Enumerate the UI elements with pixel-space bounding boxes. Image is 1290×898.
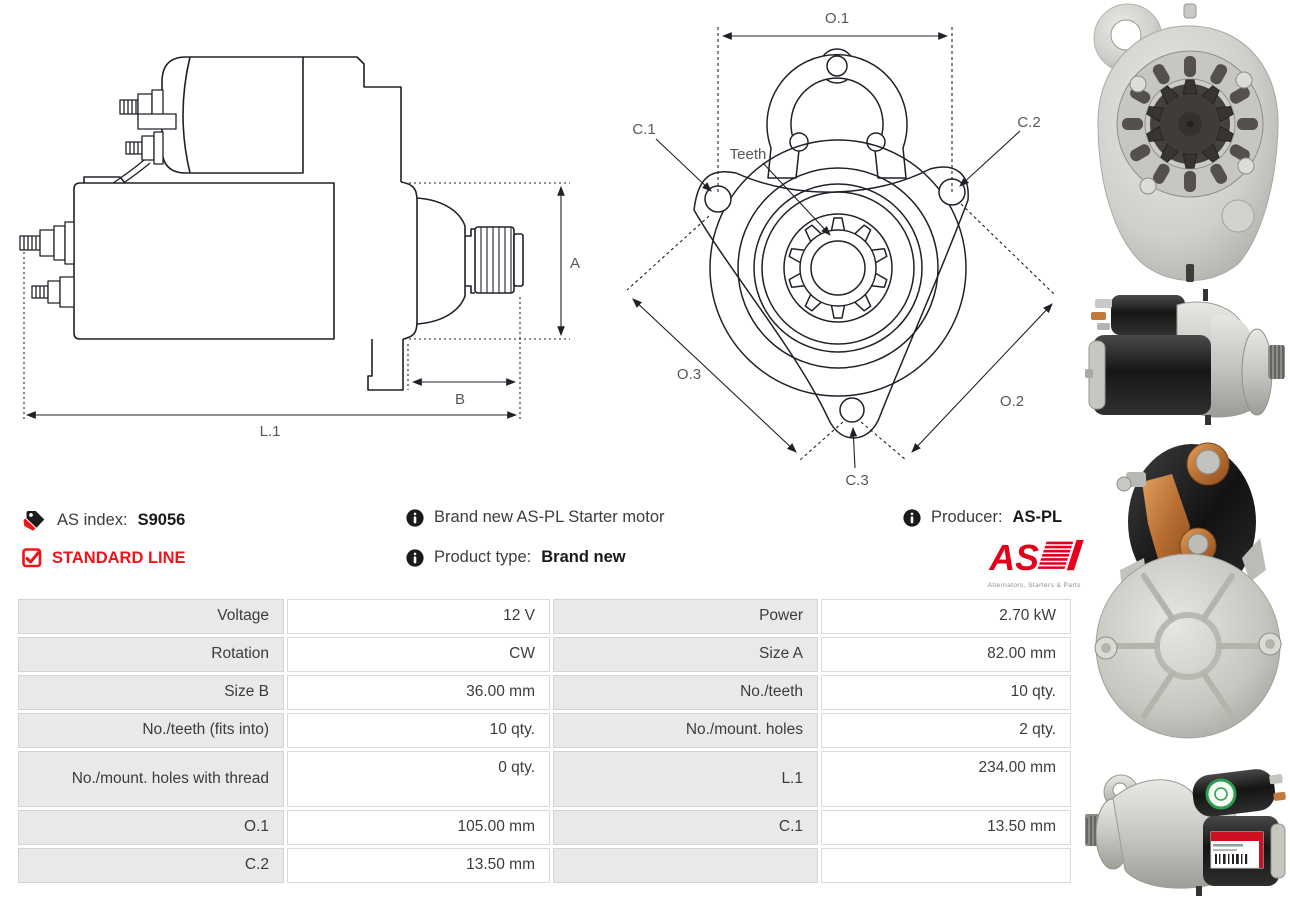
spec-label: No./teeth <box>553 675 818 710</box>
spec-value: 12 V <box>287 599 550 634</box>
spec-label: C.1 <box>553 810 818 845</box>
spec-row: Voltage 12 V Power 2.70 kW <box>18 599 1071 634</box>
spec-value: CW <box>287 637 550 672</box>
product-type-label: Product type: <box>434 548 532 566</box>
spec-label: No./mount. holes <box>553 713 818 748</box>
description-text: Brand new AS-PL Starter motor <box>434 508 665 526</box>
spec-label: Voltage <box>18 599 284 634</box>
dim-label-o3: O.3 <box>677 366 701 383</box>
aspl-logo: AS Alternators, Starters & Parts <box>984 533 1084 600</box>
spec-label: O.1 <box>18 810 284 845</box>
spec-label <box>553 848 818 883</box>
spec-value: 13.50 mm <box>821 810 1071 845</box>
spec-value: 0 qty. <box>287 751 550 807</box>
producer-value: AS-PL <box>1012 508 1063 526</box>
aspl-logo-tagline: Alternators, Starters & Parts <box>988 582 1082 589</box>
dim-label-a: A <box>570 255 580 272</box>
standard-line-badge: STANDARD LINE <box>22 548 186 568</box>
checkbox-checked-icon <box>22 548 42 568</box>
product-type-value: Brand new <box>541 548 626 566</box>
starter-side-view-drawing: A B L.1 <box>19 56 580 440</box>
dim-label-c2: C.2 <box>1017 114 1040 131</box>
spec-row: Rotation CW Size A 82.00 mm <box>18 637 1071 672</box>
spec-label: Power <box>553 599 818 634</box>
spec-label: Rotation <box>18 637 284 672</box>
info-icon <box>903 508 921 527</box>
spec-value: 10 qty. <box>821 675 1071 710</box>
info-icon <box>406 548 424 567</box>
spec-row: Size B 36.00 mm No./teeth 10 qty. <box>18 675 1071 710</box>
teeth-label: Teeth <box>730 146 767 163</box>
spec-label: L.1 <box>553 751 818 807</box>
dim-label-b: B <box>455 391 465 408</box>
spec-table: Voltage 12 V Power 2.70 kW Rotation CW S… <box>18 599 1071 883</box>
info-icon <box>406 508 424 527</box>
product-type-line: Product type: Brand new <box>406 548 626 567</box>
spec-label: Size B <box>18 675 284 710</box>
starter-front-view-drawing: O.1 C.1 C.2 Teeth O.3 O.2 C.3 <box>626 10 1056 489</box>
aspl-logo-text: AS <box>988 538 1039 578</box>
as-index-line: AS index: S9056 <box>22 508 185 532</box>
spec-value: 36.00 mm <box>287 675 550 710</box>
as-index-value: S9056 <box>137 510 186 529</box>
producer-line: Producer: AS-PL <box>903 508 1062 527</box>
spec-value: 82.00 mm <box>821 637 1071 672</box>
dim-label-l1: L.1 <box>260 423 281 440</box>
producer-label: Producer: <box>931 508 1003 526</box>
product-photo-rear-view[interactable] <box>1092 430 1284 748</box>
standard-line-label: STANDARD LINE <box>52 548 186 567</box>
spec-label: C.2 <box>18 848 284 883</box>
spec-value: 10 qty. <box>287 713 550 748</box>
spec-row: C.2 13.50 mm <box>18 848 1071 883</box>
spec-row: O.1 105.00 mm C.1 13.50 mm <box>18 810 1071 845</box>
tags-icon <box>22 508 47 532</box>
spec-value <box>821 848 1071 883</box>
spec-value: 105.00 mm <box>287 810 550 845</box>
spec-row: No./mount. holes with thread 0 qty. L.1 … <box>18 751 1071 807</box>
description-line: Brand new AS-PL Starter motor <box>406 508 665 527</box>
dim-label-c1: C.1 <box>632 121 655 138</box>
spec-label: Size A <box>553 637 818 672</box>
product-photo-front-view[interactable] <box>1088 2 1286 286</box>
as-index-label: AS index: <box>57 510 128 529</box>
dim-label-o1: O.1 <box>825 10 849 27</box>
spec-value: 234.00 mm <box>821 751 1071 807</box>
spec-value: 2.70 kW <box>821 599 1071 634</box>
dim-label-c3: C.3 <box>845 472 868 489</box>
dim-label-o2: O.2 <box>1000 393 1024 410</box>
spec-row: No./teeth (fits into) 10 qty. No./mount.… <box>18 713 1071 748</box>
spec-value: 2 qty. <box>821 713 1071 748</box>
spec-label: No./mount. holes with thread <box>18 751 284 807</box>
spec-value: 13.50 mm <box>287 848 550 883</box>
product-photo-side-view[interactable] <box>1085 287 1290 429</box>
spec-label: No./teeth (fits into) <box>18 713 284 748</box>
product-photo-angle-view[interactable]: ) <box>1083 756 1290 898</box>
